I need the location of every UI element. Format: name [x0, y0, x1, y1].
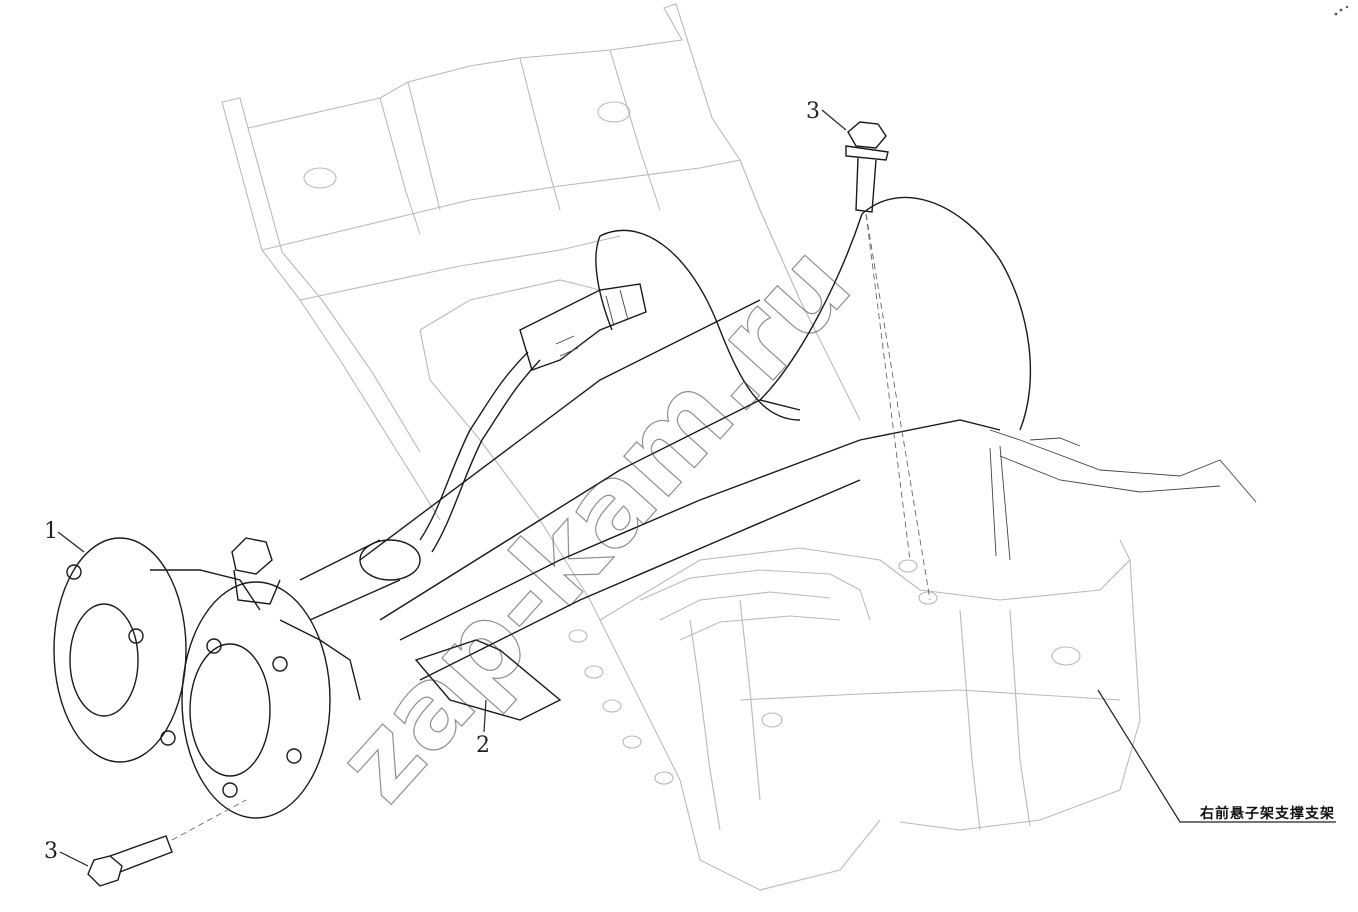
frame-bracket-ghost [221, 3, 1141, 891]
callout-1: 1 [44, 519, 85, 553]
callout-2-number: 2 [476, 733, 490, 758]
callout-3-bottom-number: 3 [44, 839, 58, 864]
bracket-label: 右前悬子架支撑支架 [1199, 805, 1335, 822]
callout-3-top-number: 3 [806, 99, 820, 124]
callout-1-number: 1 [44, 519, 58, 544]
callout-3-top: 3 [806, 99, 847, 131]
callout-2: 2 [476, 699, 490, 758]
callout-3-bottom: 3 [44, 839, 89, 867]
bolt-bottom [87, 799, 247, 887]
horn-assembly [53, 196, 1257, 819]
bracket-label-group: 右前悬子架支撑支架 [1097, 689, 1336, 823]
watermark-text: zap-kam.ru [312, 220, 875, 825]
corner-mark [1334, 5, 1349, 16]
bolt-top [845, 121, 931, 601]
